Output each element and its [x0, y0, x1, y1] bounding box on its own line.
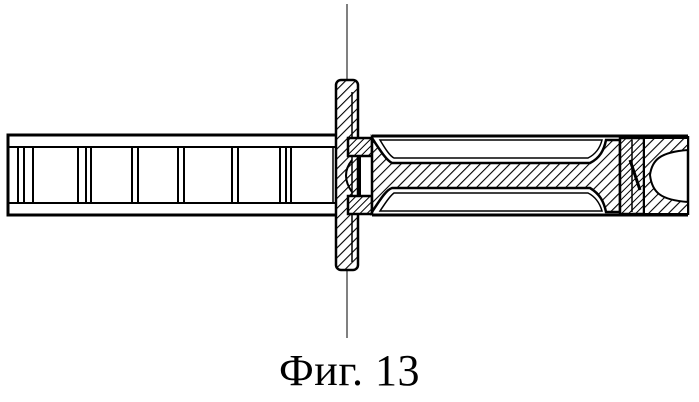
left-ribbed-section	[8, 135, 348, 215]
upper-cavity	[380, 140, 602, 158]
lower-cavity	[380, 193, 602, 211]
end-block	[620, 138, 688, 214]
figure-caption: Фиг. 13	[0, 345, 699, 397]
